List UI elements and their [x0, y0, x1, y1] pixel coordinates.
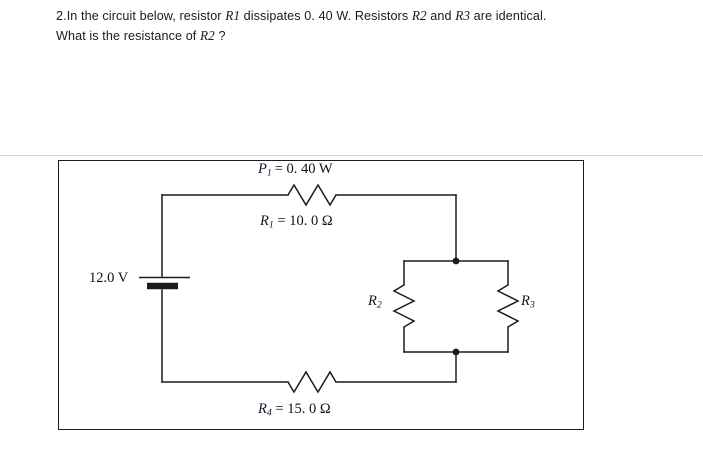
question-line1-part-d: are identical.	[470, 9, 547, 23]
label-power-r1-symbol: P	[258, 161, 267, 177]
label-resistor-r2: R2	[368, 294, 382, 310]
question-var-r1: R1	[225, 8, 241, 23]
label-resistor-r3-subscript: 3	[529, 299, 535, 311]
label-resistance-r4-equals: =	[275, 401, 284, 417]
label-power-r1-subscript: 1	[266, 167, 272, 179]
question-prompt: 2.In the circuit below, resistor R1 diss…	[56, 6, 656, 46]
question-line1-part-c: and	[426, 9, 456, 23]
label-resistance-r4-symbol: R	[258, 401, 267, 417]
label-source-voltage: 12.0 V	[89, 271, 128, 286]
label-power-r1-value: 0. 40 W	[286, 161, 333, 177]
label-power-r1: P1 = 0. 40 W	[258, 162, 333, 178]
question-var-r2-b: R2	[200, 28, 215, 43]
label-resistor-r2-subscript: 2	[376, 299, 382, 311]
label-resistance-r4: R4 = 15. 0 Ω	[258, 402, 331, 418]
label-power-r1-equals: =	[274, 161, 283, 177]
label-resistance-r1-symbol: R	[260, 213, 269, 229]
label-resistance-r4-value: 15. 0 Ω	[287, 401, 331, 417]
label-resistance-r1: R1 = 10. 0 Ω	[260, 214, 333, 230]
label-resistance-r1-subscript: 1	[268, 219, 274, 231]
label-resistance-r1-value: 10. 0 Ω	[289, 213, 333, 229]
question-line2-part-a: What is the resistance of	[56, 29, 200, 43]
question-line1-part-a: In the circuit below, resistor	[66, 9, 226, 23]
question-line2-part-b: ?	[214, 29, 226, 43]
question-var-r3: R3	[455, 8, 471, 23]
label-resistor-r3-symbol: R	[521, 293, 530, 309]
label-resistance-r4-subscript: 4	[266, 407, 272, 419]
circuit-figure-frame	[58, 160, 584, 430]
question-line1-part-b: dissipates 0. 40 W. Resistors	[240, 9, 412, 23]
label-resistor-r3: R3	[521, 294, 535, 310]
question-var-r2: R2	[411, 8, 427, 23]
label-source-voltage-value: 12.0 V	[89, 270, 129, 286]
label-resistor-r2-symbol: R	[368, 293, 377, 309]
label-resistance-r1-equals: =	[277, 213, 286, 229]
question-number: 2.	[56, 9, 67, 23]
page-divider	[0, 155, 703, 156]
